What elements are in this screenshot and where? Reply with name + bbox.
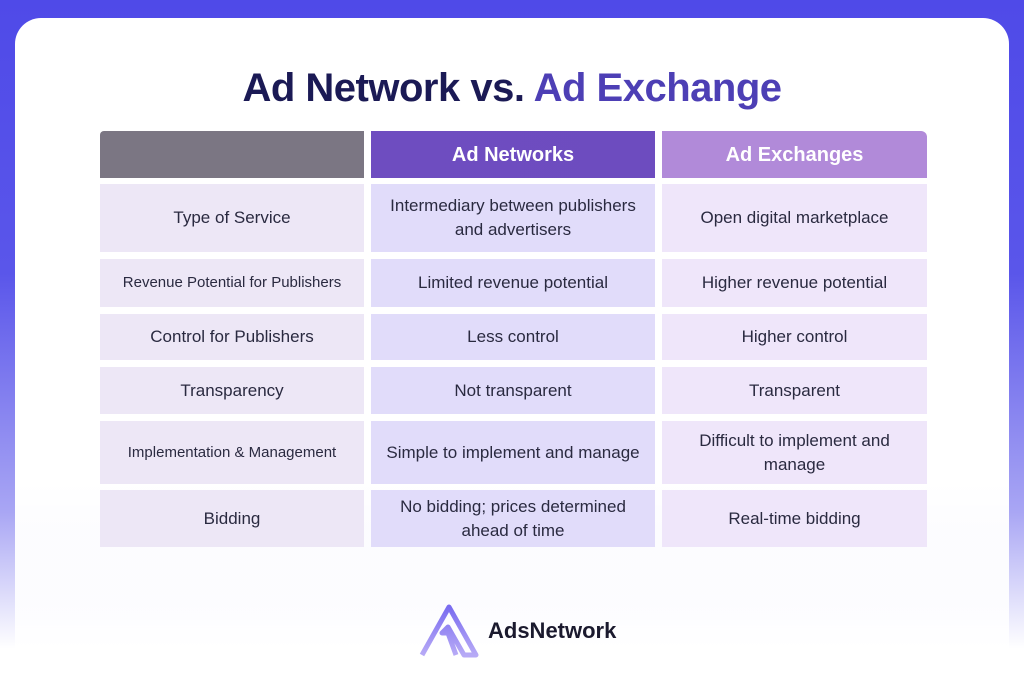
exchange-cell: Open digital marketplace bbox=[662, 184, 927, 252]
exchange-cell: Difficult to implement and manage bbox=[662, 421, 927, 484]
row-label: Bidding bbox=[100, 490, 364, 547]
network-cell: Intermediary between publishers and adve… bbox=[371, 184, 655, 252]
network-cell: Limited revenue potential bbox=[371, 259, 655, 307]
exchange-cell: Higher revenue potential bbox=[662, 259, 927, 307]
network-cell: Simple to implement and manage bbox=[371, 421, 655, 484]
title-part2: Ad Exchange bbox=[533, 66, 782, 110]
exchange-cell: Higher control bbox=[662, 314, 927, 360]
network-cell: Not transparent bbox=[371, 367, 655, 414]
a-logo-icon bbox=[419, 604, 479, 658]
row-label: Transparency bbox=[100, 367, 364, 414]
page-title: Ad Network vs. Ad Exchange bbox=[0, 66, 1024, 111]
exchange-cell: Transparent bbox=[662, 367, 927, 414]
title-part1: Ad Network vs. bbox=[242, 66, 525, 110]
row-label: Control for Publishers bbox=[100, 314, 364, 360]
exchange-cell: Real-time bidding bbox=[662, 490, 927, 547]
header-ad-exchanges: Ad Exchanges bbox=[662, 131, 927, 178]
network-cell: Less control bbox=[371, 314, 655, 360]
header-ad-networks: Ad Networks bbox=[371, 131, 655, 178]
brand-name: AdsNetwork bbox=[488, 618, 617, 643]
row-label: Type of Service bbox=[100, 184, 364, 252]
row-label: Implementation & Management bbox=[100, 421, 364, 484]
header-empty bbox=[100, 131, 364, 178]
row-label: Revenue Potential for Publishers bbox=[100, 259, 364, 307]
brand-logo: AdsNetwork bbox=[418, 603, 616, 659]
network-cell: No bidding; prices determined ahead of t… bbox=[371, 490, 655, 547]
